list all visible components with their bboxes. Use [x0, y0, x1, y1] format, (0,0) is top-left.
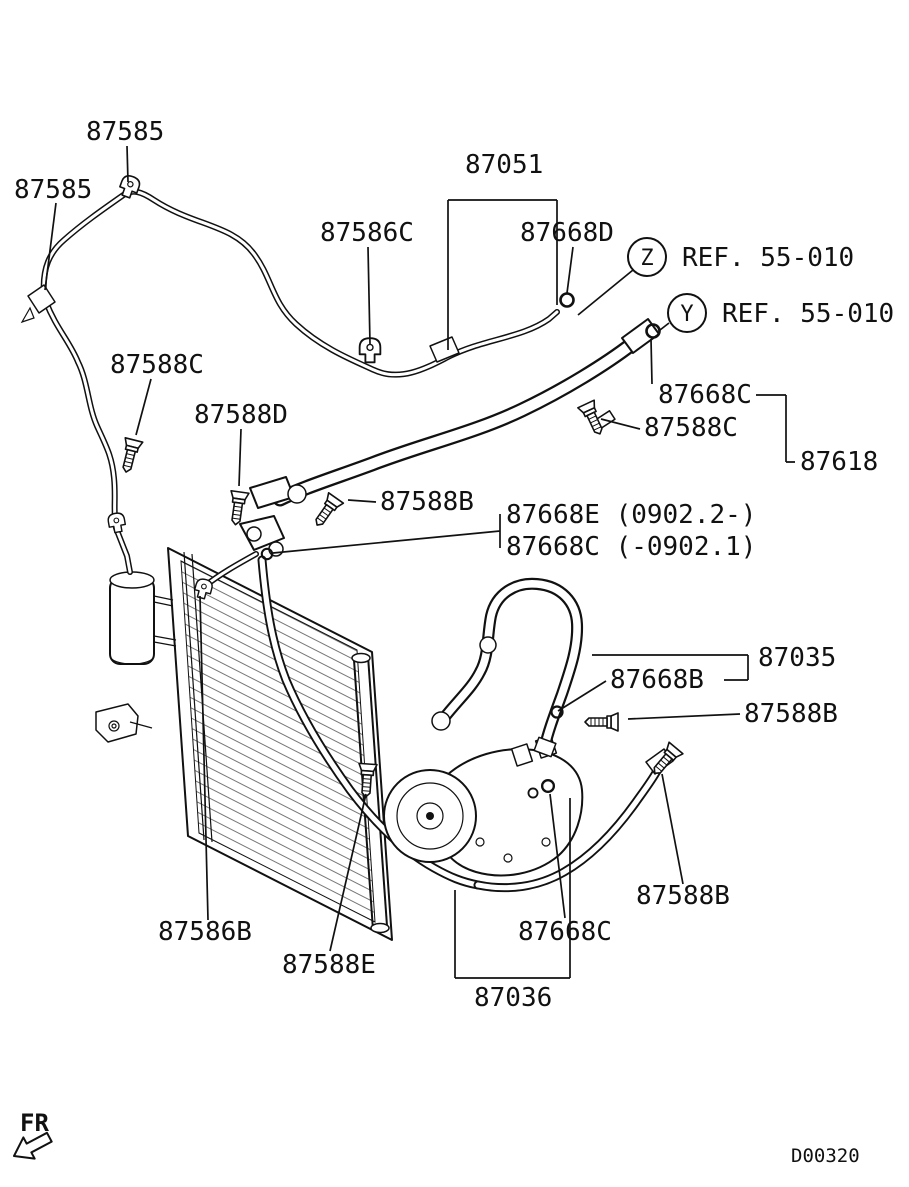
label-87036: 87036 — [474, 983, 552, 1013]
label-87668d: 87668D — [520, 218, 614, 248]
leader-87585-left — [44, 202, 57, 291]
ref-z-letter: Z — [640, 246, 653, 271]
label-87035: 87035 — [758, 643, 836, 673]
compressor — [383, 735, 584, 877]
part-labels: 87585 87585 87051 87586C 87668D REF. 55-… — [14, 117, 894, 1013]
label-87051: 87051 — [465, 150, 543, 180]
pipe-liquid-down — [257, 555, 483, 890]
label-87588b-lower: 87588B — [636, 881, 730, 911]
label-87588c-left: 87588C — [110, 350, 204, 380]
ref-y-letter: Y — [680, 302, 693, 327]
condenser-bracket — [95, 703, 153, 743]
leader-ref-y — [659, 322, 670, 331]
bolt-87588c-left — [116, 437, 144, 475]
label-87668e-note: 87668E (0902.2-) — [506, 500, 756, 530]
label-87586c: 87586C — [320, 218, 414, 248]
leader-87668c-lower — [549, 793, 566, 919]
label-ref-y: REF. 55-010 — [722, 299, 894, 329]
leader-87588e — [329, 793, 367, 952]
junction-block — [239, 515, 285, 551]
leader-87585-top — [126, 145, 129, 183]
leader-87588b-right — [627, 713, 741, 720]
label-87585-top: 87585 — [86, 117, 164, 147]
leader-87618-bracket — [756, 394, 795, 463]
label-87668c-lower: 87668C — [518, 917, 612, 947]
label-87618: 87618 — [800, 447, 878, 477]
leader-ref-z — [577, 269, 634, 316]
leader-lines — [44, 145, 795, 979]
leader-87668b — [557, 680, 607, 712]
bolt-87588b-right — [584, 712, 619, 732]
oring-87668d — [559, 292, 575, 308]
label-87586b: 87586B — [158, 917, 252, 947]
pipe-union-fitting — [429, 336, 460, 363]
hose-87618 — [239, 318, 660, 557]
leader-87036-bracket — [454, 798, 571, 979]
label-87668c-upper: 87668C — [658, 380, 752, 410]
drawing-code: D00320 — [791, 1145, 860, 1167]
leader-87588c-left — [135, 378, 152, 436]
label-87668b: 87668B — [610, 665, 704, 695]
label-87588b-right: 87588B — [744, 699, 838, 729]
label-87668c-note: 87668C (-0902.1) — [506, 532, 756, 562]
ref-marker-y: Y — [667, 293, 707, 333]
leader-87668d — [566, 246, 574, 294]
label-87588e: 87588E — [282, 950, 376, 980]
label-87588b-mid: 87588B — [380, 487, 474, 517]
leader-87586b — [199, 595, 209, 921]
label-87588c-right: 87588C — [644, 413, 738, 443]
pipe-liquid-top — [40, 188, 560, 378]
leader-87588b-lower — [661, 773, 684, 885]
label-ref-z: REF. 55-010 — [682, 243, 854, 273]
leader-87668e-note — [272, 514, 501, 554]
front-direction-arrow-icon — [13, 1131, 53, 1160]
label-87588d: 87588D — [194, 400, 288, 430]
leader-87668c-upper — [650, 338, 653, 385]
ref-marker-z: Z — [627, 237, 667, 277]
clip-left-pipe — [106, 511, 128, 535]
leader-87051-bracket — [447, 199, 558, 350]
bolt-87588b-mid — [308, 492, 345, 531]
leader-87588d — [238, 428, 242, 487]
pipe-end-fitting-left — [20, 284, 56, 324]
leader-87588c-right — [600, 418, 641, 430]
pipe-left-down — [43, 299, 133, 575]
bolt-87588d — [225, 489, 250, 527]
leader-87588b-mid — [347, 499, 377, 503]
leader-87586c — [367, 246, 371, 345]
front-label: FR — [20, 1109, 49, 1137]
front-direction-marker: FR — [13, 1109, 53, 1160]
leader-87035-bracket — [592, 654, 749, 681]
hose-87035 — [431, 577, 584, 758]
condenser — [167, 547, 393, 941]
label-87585-left: 87585 — [14, 175, 92, 205]
receiver-drier — [109, 571, 177, 665]
